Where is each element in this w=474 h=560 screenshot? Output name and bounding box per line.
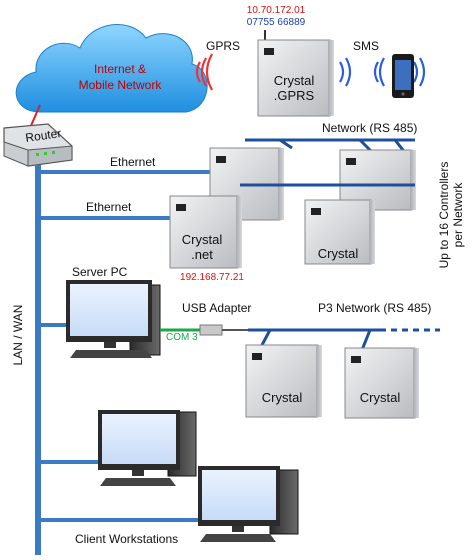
- cloud-label-line1: Internet &: [94, 62, 146, 76]
- client-workstation-1: [98, 410, 197, 486]
- gprs-unit-name2: .GPRS: [274, 88, 315, 103]
- mobile-phone-icon: [392, 54, 414, 98]
- crystal-controller-3: [304, 199, 375, 265]
- ethernet-label-2: Ethernet: [86, 200, 132, 214]
- ethernet-label-1: Ethernet: [110, 155, 156, 169]
- gprs-phone: 07755 66889: [247, 17, 306, 28]
- network-rs485-label: Network (RS 485): [322, 121, 417, 135]
- crystal-gprs-controller: [257, 30, 334, 117]
- server-pc-icon: [66, 280, 161, 358]
- crystal-label-2: Crystal: [262, 390, 303, 405]
- crystal-controller-4: [245, 344, 322, 418]
- net-unit-name1: Crystal: [182, 232, 223, 247]
- up-to-16-label-line1: Up to 16 Controllers: [437, 162, 451, 269]
- crystal-label-3: Crystal: [360, 390, 401, 405]
- cloud-label-line2: Mobile Network: [79, 78, 163, 92]
- p3-network-label: P3 Network (RS 485): [318, 301, 431, 315]
- client-workstations-label: Client Workstations: [75, 532, 178, 546]
- up-to-16-label-line2: per Network: [451, 182, 465, 248]
- usb-adapter-icon: [199, 324, 248, 336]
- usb-adapter-label: USB Adapter: [182, 301, 251, 315]
- gprs-ip: 10.70.172.01: [247, 5, 306, 16]
- crystal-controller-5: [344, 347, 419, 419]
- server-pc-label: Server PC: [72, 265, 128, 279]
- router-icon: [3, 123, 73, 167]
- net-unit-name2: .net: [191, 247, 213, 262]
- client-workstation-2: [198, 466, 299, 542]
- cloud-router-link: [29, 104, 41, 129]
- router-label: Router: [24, 126, 62, 145]
- gprs-unit-name1: Crystal: [274, 73, 315, 88]
- net-unit-ip: 192.168.77.21: [180, 272, 244, 283]
- crystal-label-1: Crystal: [318, 246, 359, 261]
- sms-signal-icon: [339, 57, 426, 87]
- com-label: COM 3: [166, 332, 198, 343]
- gprs-signal-icon: [195, 53, 213, 91]
- crystal-net-controller: [169, 195, 242, 269]
- gprs-label: GPRS: [206, 39, 240, 53]
- lan-label: LAN / WAN: [11, 305, 25, 366]
- sms-label: SMS: [353, 39, 379, 53]
